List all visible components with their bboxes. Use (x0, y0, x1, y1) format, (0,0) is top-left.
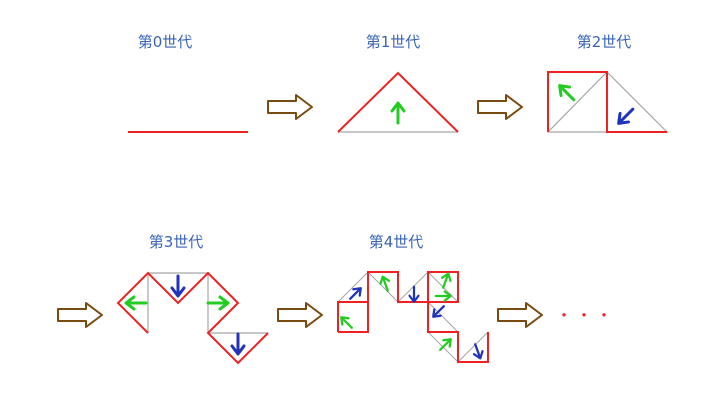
block-arrow-icon (477, 94, 523, 120)
gen4-curve (336, 270, 489, 363)
continuation-dots: ・・・ (556, 306, 616, 325)
gen3-label: 第3世代 (149, 233, 204, 251)
gen4-label: 第4世代 (369, 233, 424, 251)
gen2-label: 第2世代 (577, 33, 632, 51)
green-arrow-icon (435, 334, 456, 355)
blue-arrow-icon (170, 274, 186, 298)
green-arrow-icon (336, 312, 357, 333)
blue-arrow-icon (428, 301, 449, 322)
gen1-curve (337, 71, 459, 133)
gen3-curve (116, 271, 269, 365)
green-arrow-icon (206, 295, 230, 311)
gen2-curve (547, 71, 669, 133)
blue-arrow-icon (469, 341, 486, 362)
green-arrow-icon (437, 270, 454, 291)
block-arrow-icon (267, 94, 313, 120)
gen1-label: 第1世代 (366, 33, 421, 51)
gen0-label: 第0世代 (138, 33, 193, 51)
blue-arrow-icon (612, 103, 639, 130)
blue-arrow-icon (345, 283, 366, 304)
block-arrow-icon (497, 302, 543, 328)
green-arrow-icon (553, 79, 580, 106)
green-arrow-icon (390, 101, 406, 125)
block-arrow-icon (277, 302, 323, 328)
block-arrow-icon (57, 302, 103, 328)
blue-arrow-icon (230, 332, 246, 356)
green-arrow-icon (124, 295, 148, 311)
